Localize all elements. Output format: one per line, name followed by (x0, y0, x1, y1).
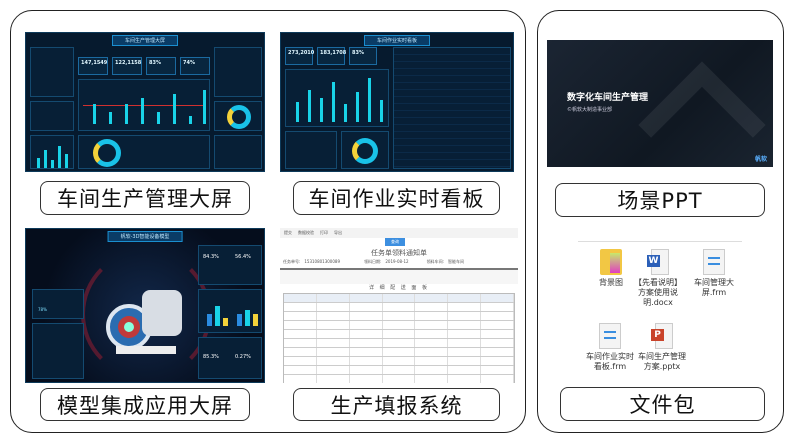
form-file-icon (703, 249, 725, 275)
query-button[interactable]: 查询 (385, 238, 405, 246)
production-report-system-thumbnail[interactable]: 提交 数据校验 打印 导出 查询 任务单领料通知单 任务单号:153108013… (280, 228, 518, 383)
stat-value: 74% (183, 60, 195, 66)
scene-ppt-label: 场景PPT (555, 183, 765, 217)
word-icon: W (647, 249, 669, 275)
submit-button[interactable]: 提交 (284, 230, 292, 235)
stat-value: 183,1708 (320, 50, 347, 56)
3d-model-screen-label: 模型集成应用大屏 (40, 388, 250, 421)
fanruan-logo: 帆软 (754, 156, 767, 163)
stat-value: 83% (149, 60, 161, 66)
folder-icon (600, 249, 622, 275)
form-title: 任务单领料通知单 (371, 249, 427, 257)
thumb-title: 帆软-3D智能设备模型 (107, 231, 183, 242)
progress-value: 78% (38, 307, 47, 312)
label: 领料日期: (364, 259, 382, 264)
task-no: 15310801300089 (304, 259, 340, 264)
validate-button[interactable]: 数据校验 (298, 230, 314, 235)
gauge-value: 56.4% (235, 254, 251, 260)
powerpoint-icon: P (651, 323, 673, 349)
detail-table (283, 293, 515, 383)
slide-subtitle: ©帆软大制造事业部 (567, 107, 613, 113)
file-item[interactable]: 背景图 (585, 249, 637, 288)
stat-value: 122,1158 (115, 60, 142, 66)
workshop: 智能车间 (447, 259, 464, 264)
form-file-icon (599, 323, 621, 349)
label: 任务单号: (283, 259, 301, 264)
thumb-title: 车间生产管理大屏 (111, 35, 179, 46)
file-list-divider (578, 241, 742, 242)
gauge-value: 85.3% (203, 354, 219, 360)
file-name: 车间管理大屏.frm (694, 278, 734, 297)
data-table (393, 47, 511, 169)
thumb-title: 车间作业实时看板 (363, 35, 431, 46)
date: 2019-08-12 (385, 259, 409, 264)
realtime-board-label: 车间作业实时看板 (293, 181, 500, 215)
gauge-value: 84.3% (203, 254, 219, 260)
file-name: 车间生产管理方案.pptx (638, 352, 686, 371)
file-item[interactable]: 车间管理大屏.frm (688, 249, 740, 298)
file-name: 【先看说明】方案使用说明.docx (634, 278, 682, 307)
file-name: 车间作业实时看板.frm (586, 352, 634, 371)
machine-model-image (106, 284, 186, 359)
production-management-screen-label: 车间生产管理大屏 (40, 181, 250, 215)
bar-chart (78, 79, 210, 131)
stat-value: 273,2010 (288, 50, 315, 56)
export-button[interactable]: 导出 (334, 230, 342, 235)
file-name: 背景图 (599, 278, 623, 287)
gauge-value: 0.27% (235, 354, 251, 360)
3d-model-screen-thumbnail[interactable]: 帆软-3D智能设备模型 84.3% 56.4% 85.3% 0.27% 78% (25, 228, 265, 383)
label: 领料车间: (426, 259, 444, 264)
file-item[interactable]: P 车间生产管理方案.pptx (636, 323, 688, 372)
realtime-board-thumbnail[interactable]: 车间作业实时看板 273,2010 183,1708 83% (280, 32, 514, 172)
production-management-screen-thumbnail[interactable]: 车间生产管理大屏 147,1549 122,1158 83% 74% (25, 32, 265, 172)
stat-value: 83% (352, 50, 364, 56)
section-title: 详 细 配 送 面 板 (369, 285, 429, 291)
file-item[interactable]: W 【先看说明】方案使用说明.docx (632, 249, 684, 308)
file-item[interactable]: 车间作业实时看板.frm (584, 323, 636, 372)
file-package-label: 文件包 (560, 387, 765, 421)
bar-chart (285, 69, 389, 127)
stat-value: 147,1549 (81, 60, 108, 66)
slide-title: 数字化车间生产管理 (567, 93, 649, 103)
ppt-slide-thumbnail[interactable]: 数字化车间生产管理 ©帆软大制造事业部 帆软 (547, 40, 773, 167)
print-button[interactable]: 打印 (320, 230, 328, 235)
production-report-system-label: 生产填报系统 (293, 388, 500, 421)
